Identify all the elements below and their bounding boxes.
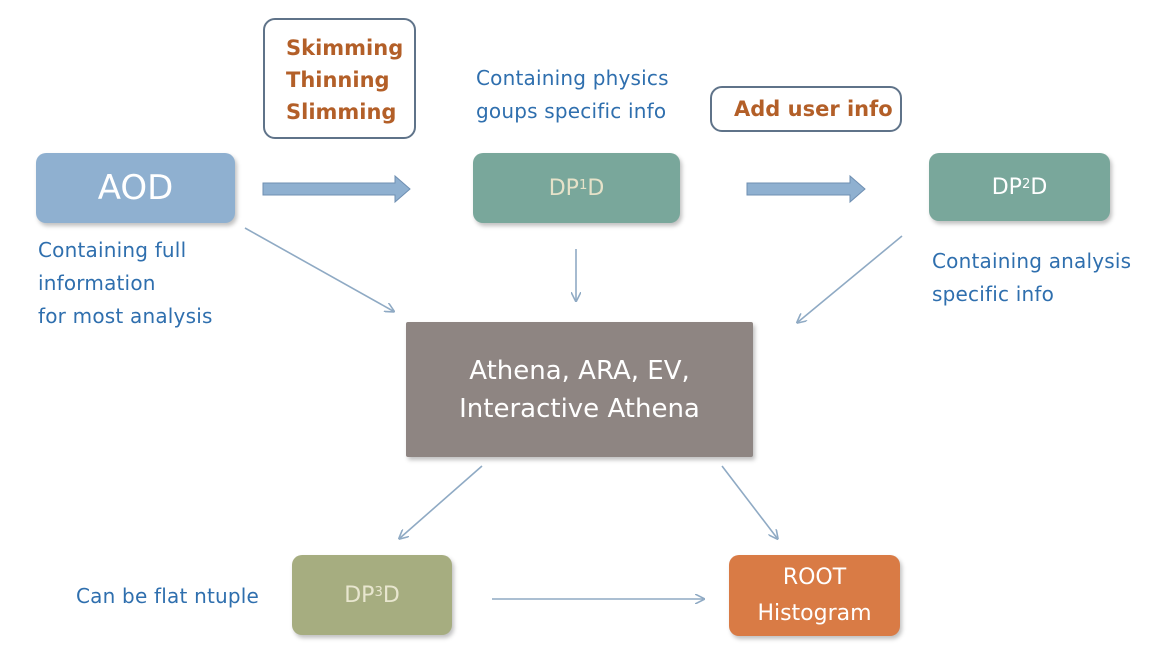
- add-user-info-callout: Add user info: [710, 86, 902, 132]
- skimming-callout: Skimming Thinning Slimming: [263, 18, 416, 139]
- block-arrow-aod-to-dp1d: [262, 174, 411, 204]
- root-node: ROOT Histogram: [729, 555, 900, 636]
- aod-node: AOD: [36, 153, 235, 223]
- dp2d-node: DP2D: [929, 153, 1110, 221]
- aod-label: AOD: [97, 168, 174, 208]
- root-label-line2: Histogram: [757, 600, 872, 626]
- arrow-aod-to-athena: [244, 227, 393, 311]
- block-arrow-dp1d-to-dp2d: [746, 174, 866, 204]
- dp3d-label: DP3D: [344, 582, 400, 608]
- callout-slimming: Slimming: [286, 100, 397, 124]
- arrow-dp2d-to-athena: [798, 235, 903, 322]
- callout-add-user-info: Add user info: [734, 97, 893, 121]
- note-flat-ntuple: Can be flat ntuple: [76, 584, 260, 608]
- athena-label-line1: Athena, ARA, EV,: [469, 355, 690, 386]
- callout-thinning: Thinning: [286, 68, 390, 92]
- note-physics-groups: Containing physics goups specific info: [476, 66, 669, 123]
- dp3d-node: DP3D: [292, 555, 452, 635]
- arrow-athena-to-dp3d: [400, 465, 483, 538]
- athena-label-line2: Interactive Athena: [459, 393, 700, 424]
- note-full-information: Containing full information for most ana…: [38, 238, 213, 328]
- root-label-line1: ROOT: [782, 564, 847, 590]
- dp1d-label: DP1D: [548, 175, 605, 201]
- note-analysis-specific: Containing analysis specific info: [932, 249, 1132, 306]
- athena-node: Athena, ARA, EV, Interactive Athena: [406, 322, 753, 457]
- callout-skimming: Skimming: [286, 36, 404, 60]
- dp1d-node: DP1D: [473, 153, 680, 223]
- arrow-athena-to-root: [721, 465, 777, 538]
- dp2d-label: DP2D: [991, 174, 1048, 200]
